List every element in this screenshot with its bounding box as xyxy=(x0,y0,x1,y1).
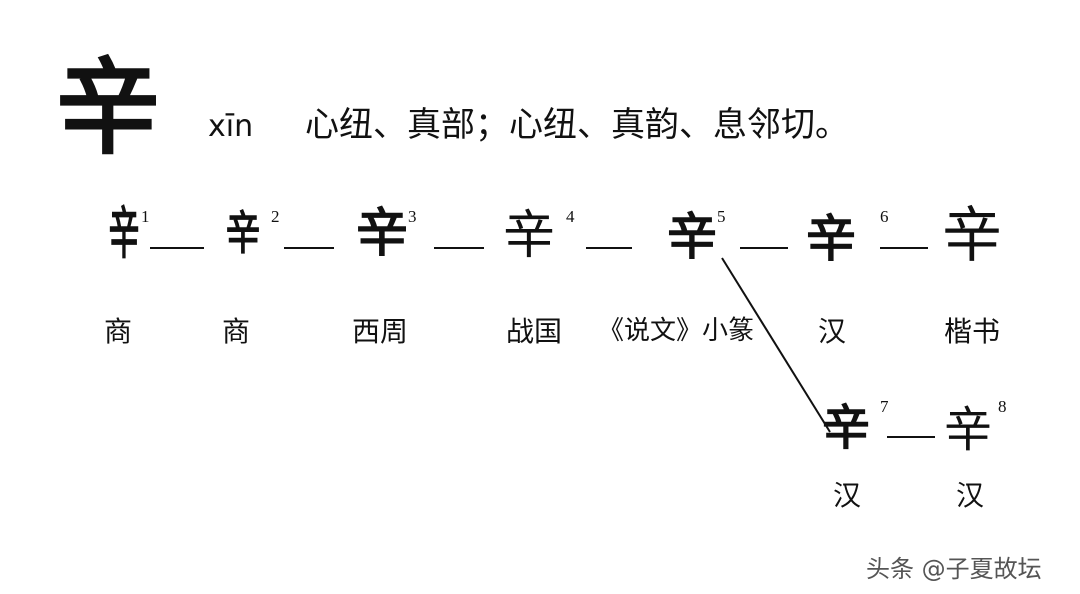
pinyin-reading: xīn xyxy=(208,109,254,144)
stage-5-number: 5 xyxy=(717,207,726,226)
stage-1-label: 商 xyxy=(104,315,133,348)
stage-3-number: 3 xyxy=(408,207,417,226)
stage-2-label: 商 xyxy=(222,315,251,348)
connector-5-6 xyxy=(740,247,788,249)
stage-6-glyph: 辛 xyxy=(806,209,856,268)
connector-2-3 xyxy=(284,247,334,249)
stage-5-glyph: 辛 xyxy=(667,207,717,266)
branch-1-label: 汉 xyxy=(833,479,862,512)
stage-4-glyph: 辛 xyxy=(503,206,556,266)
connector-1-2 xyxy=(150,247,204,249)
stage-7-glyph: 辛 xyxy=(942,201,1002,271)
stage-4-label: 战国 xyxy=(506,315,563,348)
connector-6-7 xyxy=(880,247,928,249)
connector-4-5 xyxy=(586,247,632,249)
stage-6-label: 汉 xyxy=(818,315,847,348)
branch-2-label: 汉 xyxy=(956,479,985,512)
phonology-description: 心纽、真部；心纽、真韵、息邻切。 xyxy=(305,105,849,145)
stage-6-number: 6 xyxy=(880,207,889,226)
connector-7-8 xyxy=(887,436,935,438)
stage-3-label: 西周 xyxy=(352,315,409,348)
headword-character: 辛 xyxy=(56,46,160,169)
stage-1-glyph: 辛 xyxy=(108,201,140,267)
branch-1-glyph: 辛 xyxy=(822,400,871,456)
connector-3-4 xyxy=(434,247,484,249)
watermark: 头条 @子夏故坛 xyxy=(866,555,1042,583)
branch-2-glyph: 辛 xyxy=(944,402,993,458)
stage-2-glyph: 辛 xyxy=(225,206,261,260)
stage-3-glyph: 辛 xyxy=(356,203,409,264)
stage-7-label: 楷书 xyxy=(944,315,1001,348)
stage-4-number: 4 xyxy=(566,207,575,226)
branch-2-number: 8 xyxy=(998,397,1007,416)
stage-5-label: 《说文》小篆 xyxy=(598,316,755,346)
stage-2-number: 2 xyxy=(271,207,280,226)
branch-1-number: 7 xyxy=(880,397,889,416)
stage-1-number: 1 xyxy=(141,207,150,226)
